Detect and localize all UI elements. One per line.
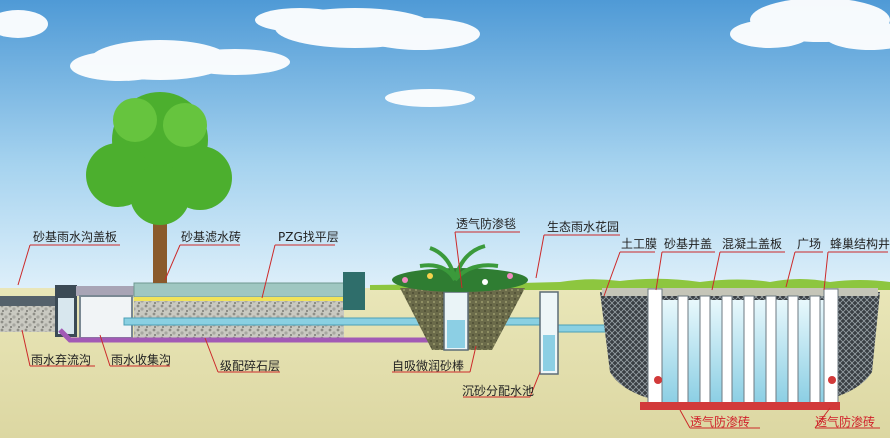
label-plaza: 广场 — [797, 237, 822, 251]
label-permeable-brick-2: 透气防渗砖 — [815, 415, 876, 429]
purple-pipe — [58, 328, 460, 343]
honeycomb-columns — [647, 288, 839, 404]
label-permeable-brick-1: 透气防渗砖 — [690, 415, 751, 429]
label-gravel-layer: 级配碎石层 — [220, 359, 281, 373]
label-sedimentation-pool: 沉砂分配水池 — [462, 384, 535, 398]
label-discard-ditch: 雨水弃流沟 — [31, 353, 92, 367]
sedimentation-water — [543, 335, 555, 371]
wick-marker-right — [828, 376, 836, 384]
collection-ditch-cover — [76, 286, 136, 296]
label-collection-ditch: 雨水收集沟 — [111, 353, 172, 367]
label-wick-rod: 自吸微润砂棒 — [392, 359, 465, 373]
concrete-cover-slab — [602, 288, 878, 296]
wick-rod-water — [447, 320, 465, 348]
label-concrete-slab: 混凝土盖板 — [722, 237, 783, 251]
clouds — [0, 0, 890, 107]
pzg-leveling-layer — [134, 297, 344, 301]
filter-brick-layer — [133, 282, 345, 298]
wick-marker-left — [654, 376, 662, 384]
label-geomembrane: 土工膜 — [621, 237, 658, 251]
label-filter-brick: 砂基滤水砖 — [181, 230, 242, 244]
tree-canopy — [86, 92, 232, 225]
label-permeable-blanket: 透气防渗毯 — [456, 217, 517, 231]
collection-ditch-body — [79, 295, 133, 339]
garden-plants — [392, 244, 528, 292]
label-manhole-cover: 砂基井盖 — [664, 237, 713, 251]
discard-ditch-inner — [58, 298, 74, 334]
label-honeycomb-well: 蜂巢结构井 — [830, 237, 890, 251]
road-slab — [0, 296, 60, 306]
blue-pipe-right — [556, 324, 608, 333]
road-base — [0, 306, 55, 332]
label-gutter-cover: 砂基雨水沟盖板 — [33, 230, 118, 244]
leader-lines — [17, 231, 888, 429]
label-pzg-layer: PZG找平层 — [278, 230, 339, 244]
permeable-brick-base — [640, 402, 840, 410]
label-rain-garden: 生态雨水花园 — [547, 220, 620, 234]
curb-block — [343, 272, 365, 310]
